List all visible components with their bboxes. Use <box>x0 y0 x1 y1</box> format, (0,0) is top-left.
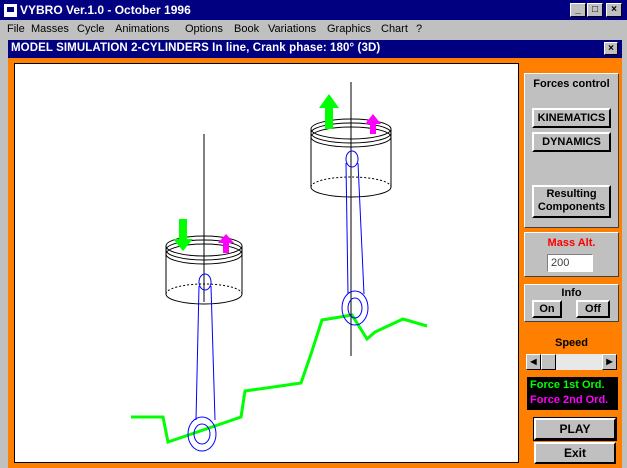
close-button[interactable]: × <box>606 3 622 17</box>
mass-alt-input[interactable]: 200 <box>547 254 593 272</box>
info-label: Info <box>561 287 582 299</box>
simulation-title: MODEL SIMULATION 2-CYLINDERS In line, Cr… <box>11 42 381 54</box>
resulting-components-button[interactable]: Resulting Components <box>532 185 611 218</box>
minimize-icon: _ <box>575 4 581 15</box>
maximize-button[interactable]: □ <box>587 3 603 17</box>
exit-button[interactable]: Exit <box>534 442 616 464</box>
mass-alt-label: Mass Alt. <box>547 237 596 249</box>
simulation-canvas <box>14 63 519 463</box>
components-label: Components <box>537 201 606 213</box>
info-off-button[interactable]: Off <box>576 300 610 318</box>
right-piston <box>310 118 392 198</box>
right-1st-order-arrow <box>319 94 339 129</box>
minimize-button[interactable]: _ <box>570 3 586 17</box>
speed-slider-thumb[interactable] <box>541 354 556 370</box>
legend-force-2nd: Force 2nd Ord. <box>530 394 609 406</box>
speed-scrollbar[interactable]: ◀ ▶ <box>526 354 617 370</box>
menu-variations[interactable]: Variations <box>268 23 317 35</box>
play-button[interactable]: PLAY <box>533 417 617 441</box>
right-connecting-rod <box>341 150 369 326</box>
menu-help[interactable]: ? <box>416 23 423 35</box>
right-2nd-order-arrow <box>365 114 381 134</box>
maximize-icon: □ <box>591 4 599 15</box>
menu-chart[interactable]: Chart <box>381 23 408 35</box>
left-connecting-rod <box>187 273 217 452</box>
speed-right-arrow-icon[interactable]: ▶ <box>602 354 617 370</box>
speed-label: Speed <box>554 337 588 349</box>
speed-left-arrow-icon[interactable]: ◀ <box>526 354 541 370</box>
simulation-title-bar: MODEL SIMULATION 2-CYLINDERS In line, Cr… <box>8 40 622 58</box>
forces-control-panel: Forces control KINEMATICS DYNAMICS Resul… <box>524 73 619 228</box>
force-curve <box>131 313 428 444</box>
app-title-bar: VYBRO Ver.1.0 - October 1996 _ □ × <box>0 0 627 20</box>
kinematics-button[interactable]: KINEMATICS <box>532 108 611 128</box>
legend-force-1st: Force 1st Ord. <box>530 379 605 391</box>
mass-alt-panel: Mass Alt. 200 <box>524 232 619 277</box>
resulting-label: Resulting <box>546 188 597 200</box>
info-panel: Info On Off <box>524 284 619 322</box>
engine-drawing <box>131 82 428 452</box>
menu-graphics[interactable]: Graphics <box>327 23 372 35</box>
forces-control-title: Forces control <box>533 78 610 90</box>
left-2nd-order-arrow <box>218 234 234 253</box>
menu-bar: File Masses Cycle Animations Options Boo… <box>0 20 627 39</box>
menu-file[interactable]: File <box>7 23 25 35</box>
child-close-button[interactable]: × <box>604 42 618 55</box>
info-on-button[interactable]: On <box>532 300 562 318</box>
dynamics-button[interactable]: DYNAMICS <box>532 132 611 152</box>
menu-cycle[interactable]: Cycle <box>77 23 105 35</box>
menu-animations[interactable]: Animations <box>115 23 170 35</box>
force-legend: Force 1st Ord. Force 2nd Ord. <box>527 377 618 410</box>
app-icon[interactable] <box>4 4 17 17</box>
close-icon: × <box>608 43 614 54</box>
left-1st-order-arrow <box>173 219 193 251</box>
app-title: VYBRO Ver.1.0 - October 1996 <box>20 3 191 17</box>
menu-book[interactable]: Book <box>234 23 260 35</box>
close-icon: × <box>611 4 617 15</box>
menu-masses[interactable]: Masses <box>31 23 69 35</box>
menu-options[interactable]: Options <box>185 23 223 35</box>
left-piston <box>165 235 243 305</box>
